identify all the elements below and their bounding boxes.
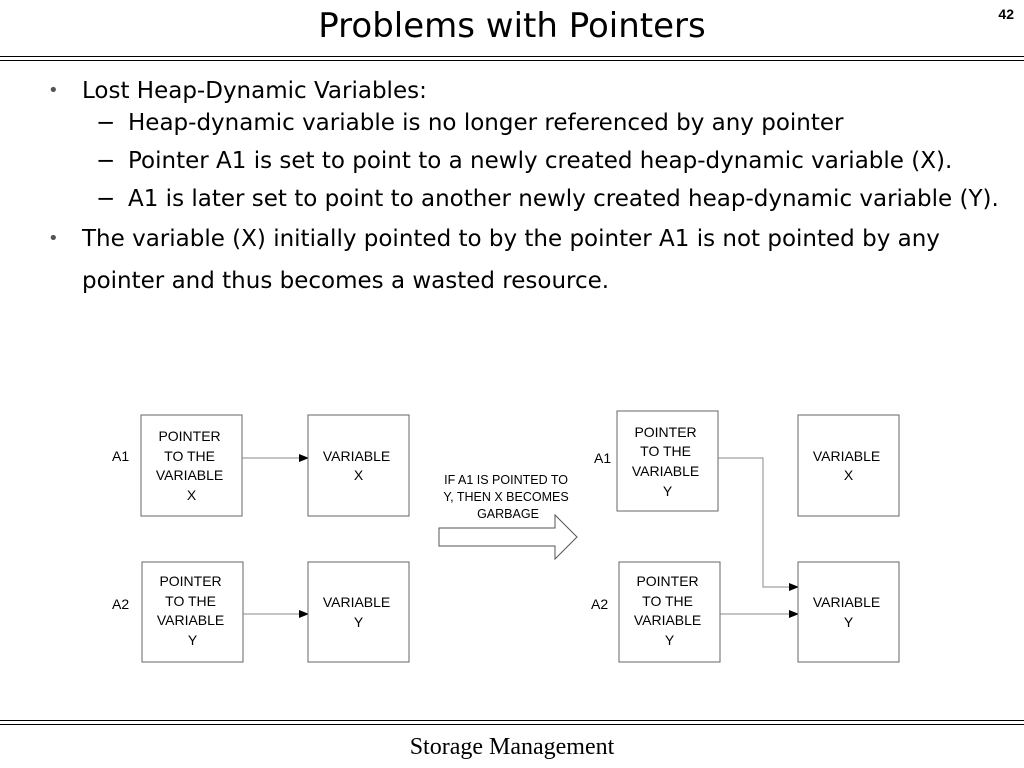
footer-rule-inner [0,724,1024,725]
sub-text: Heap-dynamic variable is no longer refer… [128,110,844,136]
bullet-lost-heap: • Lost Heap-Dynamic Variables: −Heap-dyn… [48,76,1008,214]
label-a2-right: A2 [591,596,608,612]
slide-content: • Lost Heap-Dynamic Variables: −Heap-dyn… [48,76,1008,302]
sub-item: −A1 is later set to point to another new… [82,184,1008,214]
sub-list: −Heap-dynamic variable is no longer refe… [82,108,1008,214]
box-variable-x-left-text: VARIABLE X [323,448,394,483]
box-variable-x-left [307,414,410,517]
bullet-dot: • [48,80,59,101]
slide-number: 42 [998,6,1014,22]
slide-footer: Storage Management [409,734,615,760]
box-variable-x-right-text: VARIABLE X [813,448,884,483]
slide-title: Problems with Pointers [318,6,706,46]
bullet-text: Lost Heap-Dynamic Variables: [82,78,427,104]
box-variable-y-left [307,561,410,663]
sub-dash: − [96,186,116,212]
box-variable-x-right [797,414,900,517]
sub-item: −Heap-dynamic variable is no longer refe… [82,108,1008,138]
transition-arrow-icon [438,513,578,561]
title-rule-inner [0,60,1024,61]
bullet-dot: • [48,228,59,249]
bullet-text: The variable (X) initially pointed to by… [82,226,940,294]
footer-rule [0,720,1024,721]
sub-dash: − [96,148,116,174]
box-pointer-a2-right [618,561,721,663]
label-a1-right: A1 [594,450,611,466]
box-variable-y-right [797,561,900,663]
box-pointer-a1-right [616,410,719,512]
box-variable-y-right-text: VARIABLE Y [813,594,884,630]
box-pointer-a2-left-text: POINTER TO THE VARIABLE Y [157,573,228,648]
title-rule [0,56,1024,57]
sub-dash: − [96,110,116,136]
label-a1-left: A1 [112,448,129,464]
box-pointer-a1-left [140,414,243,517]
bullet-wasted-resource: • The variable (X) initially pointed to … [48,218,1008,302]
box-pointer-a1-right-text: POINTER TO THE VARIABLE Y [632,424,703,499]
sub-text: Pointer A1 is set to point to a newly cr… [128,148,953,174]
arrow-a1-right [718,457,799,591]
box-pointer-a2-left [141,561,244,663]
transition-caption: IF A1 IS POINTED TO Y, THEN X BECOMES GA… [443,471,572,521]
sub-item: −Pointer A1 is set to point to a newly c… [82,146,1008,176]
box-variable-y-left-text: VARIABLE Y [323,594,394,630]
box-pointer-a2-right-text: POINTER TO THE VARIABLE Y [634,573,705,648]
label-a2-left: A2 [112,596,129,612]
pointer-diagram: A1 POINTER TO THE VARIABLE X VARIABLE X … [112,410,900,663]
sub-text: A1 is later set to point to another newl… [128,186,999,212]
box-pointer-a1-left-text: POINTER TO THE VARIABLE X [156,428,227,503]
